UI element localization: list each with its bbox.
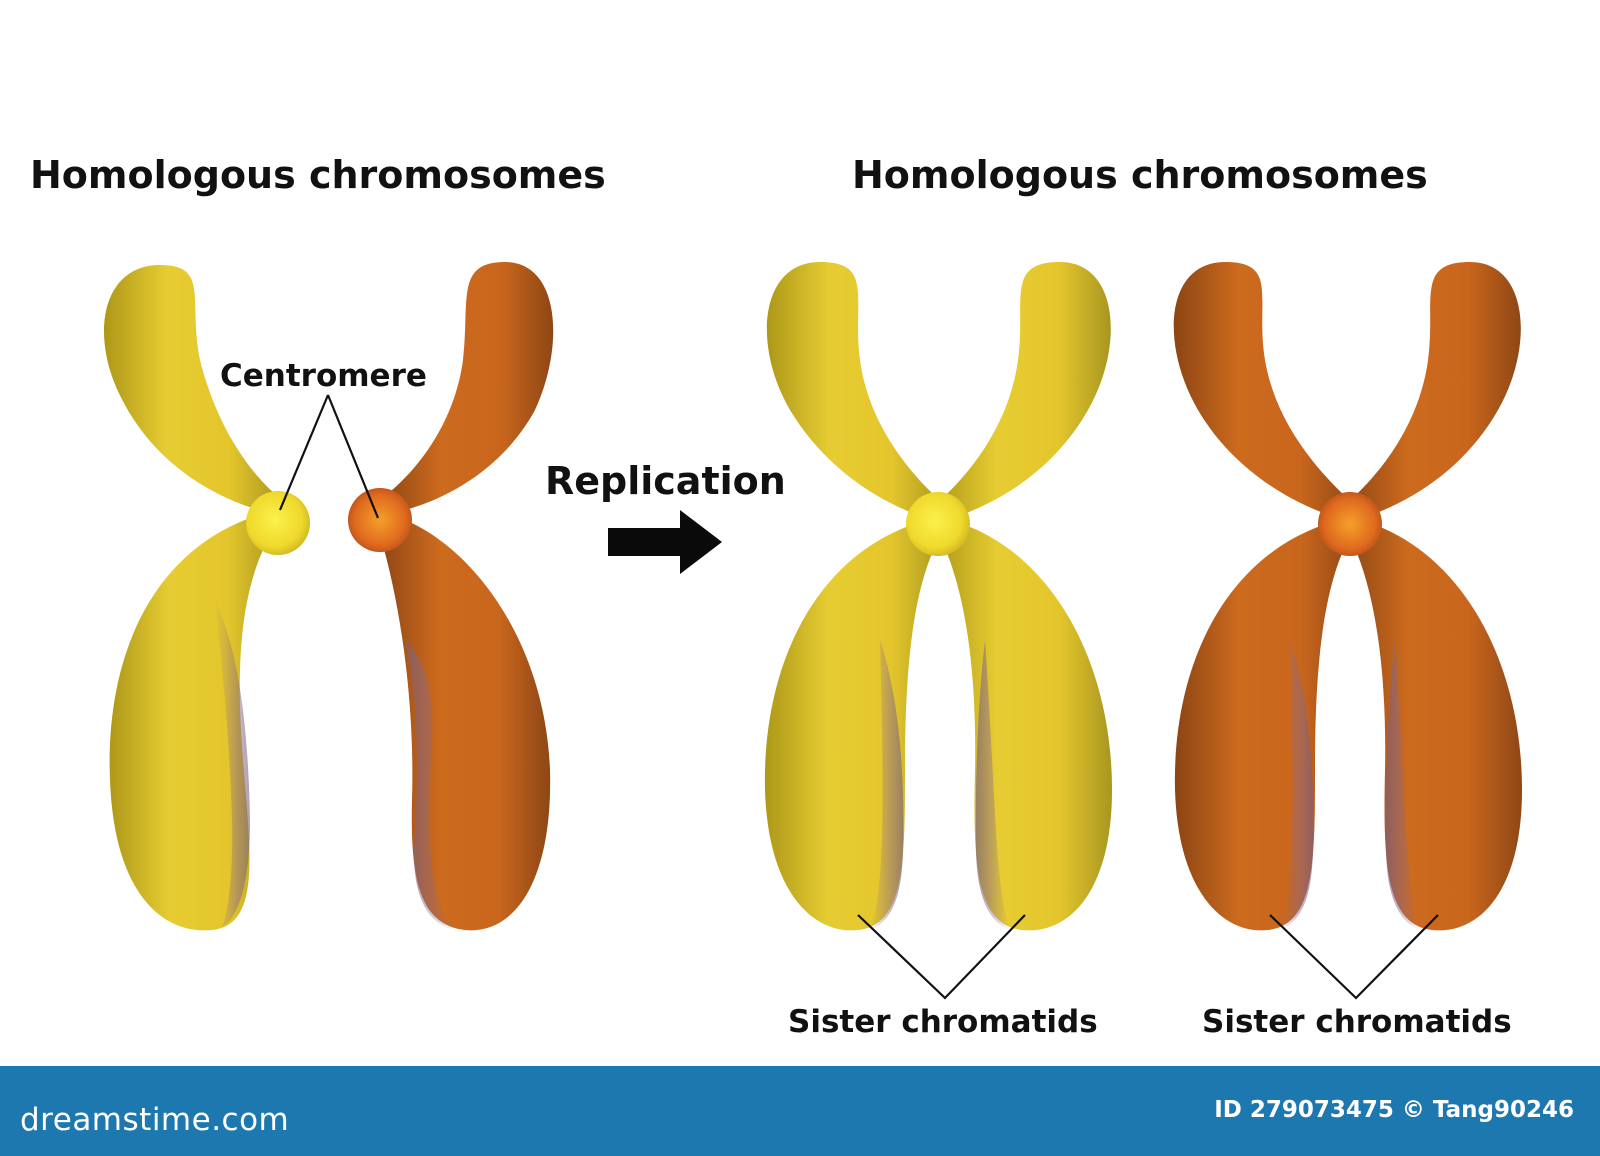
orange-chromatid-1-lower	[1174, 520, 1355, 931]
yellow-centromere	[246, 491, 310, 555]
yellow-lower-arm	[109, 512, 278, 931]
chromosome-replication-diagram: Homologous chromosomes Homologous chromo…	[30, 153, 1522, 1040]
orange-centromere	[348, 488, 412, 552]
orange-chromatid-1-shading	[1280, 640, 1314, 930]
sister-chromatids-leader-2	[1269, 914, 1439, 1000]
centromere-leader-left	[278, 394, 330, 511]
orange-chromatid-2-lower	[1345, 520, 1522, 931]
sister-chromatids-label-1: Sister chromatids	[788, 1004, 1098, 1040]
yellow-chromosome	[103, 265, 310, 931]
yellow-upper-arm	[103, 265, 282, 515]
yellow-arm-shading	[215, 600, 250, 928]
yellow-chromatid-2-shading	[975, 640, 1010, 930]
yellow-chromatid-1-lower	[764, 520, 945, 931]
yellow-chromatid-2-upper	[935, 262, 1111, 522]
right-panel-title: Homologous chromosomes	[852, 153, 1428, 197]
right-arrow-icon	[608, 510, 722, 574]
image-id-credit: ID 279073475 © Tang90246	[1214, 1097, 1574, 1123]
replicated-yellow-chromosome	[764, 262, 1112, 931]
replicated-orange-chromosome	[1173, 262, 1522, 931]
sister-chromatids-label-2: Sister chromatids	[1202, 1004, 1512, 1040]
left-panel-title: Homologous chromosomes	[30, 153, 606, 197]
orange-lower-arm	[378, 515, 551, 931]
yellow-chromatid-1-shading	[870, 640, 904, 930]
replicated-orange-centromere	[1318, 492, 1382, 556]
orange-chromosome	[348, 262, 554, 931]
orange-chromatid-1-upper	[1173, 262, 1355, 522]
orange-chromatid-2-shading	[1385, 640, 1420, 930]
replicated-yellow-centromere	[906, 492, 970, 556]
orange-chromatid-2-upper	[1345, 262, 1521, 522]
brand-logo: dreamstime.com	[20, 1102, 290, 1138]
replication-label: Replication	[545, 459, 786, 503]
centromere-leader-right	[326, 394, 380, 519]
centromere-label: Centromere	[220, 358, 427, 394]
yellow-chromatid-1-upper	[766, 262, 945, 522]
yellow-chromatid-2-lower	[935, 520, 1112, 931]
footer-bar: dreamstime.com ID 279073475 © Tang90246	[0, 1066, 1600, 1156]
sister-chromatids-leader-1	[857, 914, 1026, 1000]
orange-upper-arm	[380, 262, 554, 515]
orange-arm-shading	[405, 640, 455, 930]
